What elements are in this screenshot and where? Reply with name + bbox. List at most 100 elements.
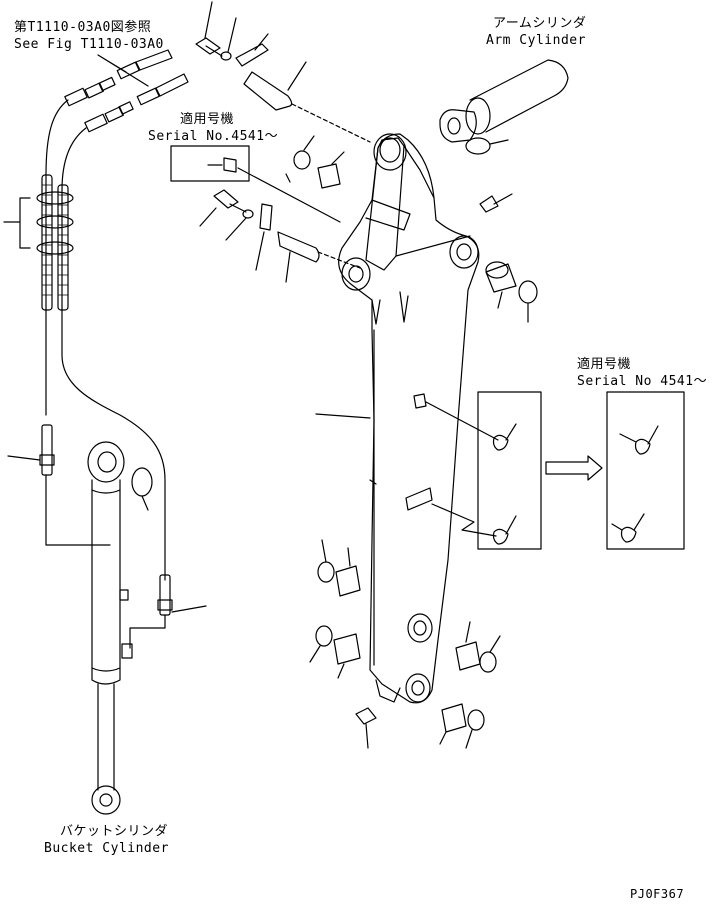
mid-bolt <box>213 189 247 213</box>
serial-label-1-jp: 適用号機 <box>180 112 235 127</box>
arm-cylinder-label-en: Arm Cylinder <box>486 33 586 48</box>
arm-boss-upper-left-inner <box>348 265 364 283</box>
clamp-bracket-leader <box>3 197 31 249</box>
mid-washer <box>242 209 254 219</box>
top-plate <box>235 43 269 67</box>
leader-bushing-ll-2 <box>337 663 345 679</box>
serial-box-small <box>170 145 250 182</box>
serial-small-axis <box>237 167 341 223</box>
bushing-top-1 <box>293 150 311 170</box>
leader-mid-pin <box>285 251 291 283</box>
bushing-top-2 <box>317 163 341 189</box>
arm-mid-mark <box>369 479 377 485</box>
hose-line-b <box>61 127 166 581</box>
mid-plate <box>259 203 273 231</box>
hose-elbow-lower <box>129 614 166 649</box>
leader-serial-right-1b <box>619 433 637 443</box>
arm-boss-upper-right <box>449 235 479 269</box>
arm-cyl-eye-hole <box>447 117 461 135</box>
transition-arrow <box>545 455 603 481</box>
leader-arm <box>315 413 371 419</box>
serial-mid-bolt-1 <box>492 434 509 451</box>
arm-boss-lower-2-inner <box>411 680 425 696</box>
leader-serial-mid-2 <box>505 515 517 535</box>
hose-assembly <box>3 49 207 649</box>
bucket-cyl-barrel <box>91 479 121 685</box>
hose-clamp-1 <box>36 191 74 205</box>
drawing-code: PJ0F367 <box>630 887 685 901</box>
arm-cyl-rod-eye <box>439 109 477 143</box>
leader-seal-ll-2 <box>309 645 321 663</box>
leader-lower-bolt <box>365 723 369 749</box>
leader-bushing-right-1 <box>497 291 503 309</box>
hose-guard-right <box>57 184 69 311</box>
hose-guard-coils <box>41 184 69 296</box>
arm-cross-bar <box>365 199 411 231</box>
top-washer <box>220 51 232 61</box>
serial-box-right <box>606 391 685 550</box>
bushing-lr-2 <box>441 703 467 733</box>
leader-top-pin <box>287 61 307 91</box>
leader-bushing-top-2 <box>331 151 345 165</box>
bucket-cyl-head-eye-inner <box>97 451 117 473</box>
leader-serial-right-2 <box>633 513 645 531</box>
arm-boss-lower-2 <box>405 673 431 703</box>
top-pin-axis <box>291 103 371 143</box>
bucket-cyl-rod <box>97 683 115 791</box>
lower-bolt <box>355 707 377 725</box>
arm-boss-lower-1 <box>407 613 433 643</box>
hose-clamp-3 <box>36 241 74 255</box>
top-bolt <box>195 37 223 57</box>
bracket-axis-1 <box>425 401 499 441</box>
arm-boss-upper-left <box>341 257 371 291</box>
leader-serial-mid-1 <box>505 423 517 441</box>
hose-line-c <box>45 474 111 546</box>
seal-ll-1 <box>317 561 335 583</box>
leader-arm-cyl-label <box>285 173 291 183</box>
arm-boss-upper-right-inner <box>456 243 472 261</box>
bucket-cylinder-label-jp: バケットシリンダ <box>60 824 169 839</box>
serial-label-2-jp: 適用号機 <box>577 357 632 372</box>
leader-seal-ll-1 <box>321 539 327 563</box>
bucket-cyl-barrel-bands <box>91 489 121 672</box>
mid-pin <box>277 231 320 263</box>
leader-hose-lower-left <box>7 455 41 461</box>
seal-lr-1 <box>479 651 497 673</box>
leader-hose-lower-right <box>171 605 207 613</box>
serial-small-bolt <box>223 157 237 173</box>
top-pin <box>243 71 293 111</box>
arm-pin-hole-top <box>379 137 401 163</box>
hose-line-a <box>45 99 69 416</box>
grease-fitting-arm-top <box>479 195 499 213</box>
ref-arrows <box>97 54 149 87</box>
bushing-ll-2 <box>333 633 361 665</box>
arm-boss-lower-1-inner <box>413 620 427 636</box>
leader-bushing-lr-2 <box>439 731 447 745</box>
bucket-cyl-shim <box>131 467 153 497</box>
bucket-cyl-rod-eye <box>91 785 121 815</box>
hose-fittings-top <box>64 49 189 133</box>
arm-rib-2 <box>403 145 435 199</box>
leader-seal-lr-1 <box>489 635 501 653</box>
bucket-cyl-port-lower <box>121 643 133 659</box>
leader-bucket-shim <box>141 495 149 511</box>
leader-top-washer <box>227 17 237 53</box>
leader-bushing-top-1 <box>303 135 315 151</box>
top-hardware <box>195 1 371 143</box>
serial-label-1-en: Serial No.4541～ <box>148 129 279 144</box>
arm-cyl-barrel-end <box>465 97 491 135</box>
leader-serial-right-1 <box>647 425 659 445</box>
lower-right-bushings <box>439 621 501 749</box>
arm-body <box>315 133 480 704</box>
leader-serial-right-2b <box>611 523 623 531</box>
bushing-right-1-face <box>485 261 509 279</box>
leader-grease-fitting <box>493 193 513 205</box>
leader-seal-lr-2 <box>465 729 473 749</box>
hose-clamp-2 <box>36 215 74 229</box>
hose-fitting-lower-left <box>41 424 53 476</box>
arm-cylinder-label-jp: アームシリンダ <box>493 16 587 31</box>
leader-mid-bolt <box>199 207 217 227</box>
leader-top-bolt <box>204 1 213 39</box>
serial-right-bolt-1 <box>634 438 651 455</box>
arm-pin-hole-top-outer <box>373 133 407 171</box>
